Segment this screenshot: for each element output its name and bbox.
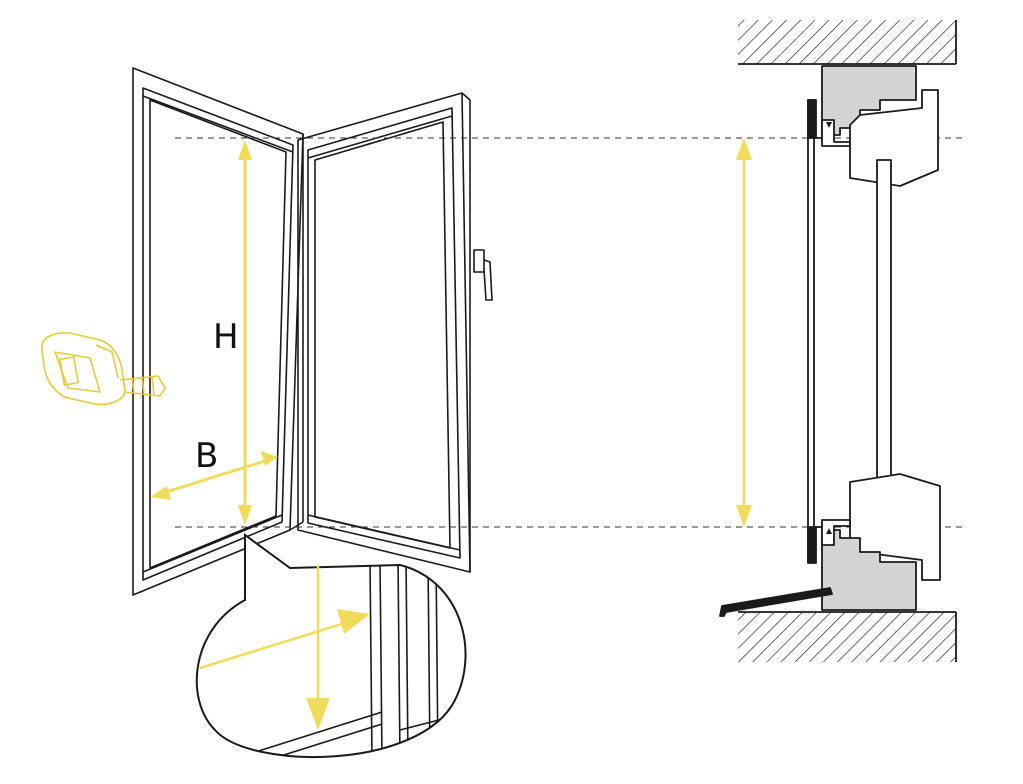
top-sash-profile	[849, 89, 939, 187]
blind-strip	[807, 99, 815, 563]
tape-measure-icon	[41, 332, 166, 406]
detail-magnifier	[195, 533, 467, 758]
section-height-arrow	[736, 138, 752, 527]
open-window	[132, 67, 493, 596]
bottom-frame-profile	[821, 529, 917, 611]
blind-bottom-bar	[807, 526, 817, 564]
right-sash	[297, 92, 471, 573]
window-handle-icon	[473, 249, 493, 301]
left-sash	[132, 67, 304, 596]
detail-arrows	[199, 565, 370, 730]
bottom-bracket	[821, 519, 851, 546]
height-label: H	[213, 317, 239, 357]
window-sill	[719, 587, 833, 617]
window-cross-section	[719, 20, 957, 662]
width-label: B	[195, 436, 218, 476]
window-measure-arrows	[150, 140, 278, 525]
width-arrow	[150, 451, 278, 500]
dimension-guides	[175, 137, 965, 528]
top-wall	[738, 20, 957, 65]
bottom-wall	[738, 611, 957, 662]
blind-top-bar	[807, 99, 817, 139]
height-arrow	[238, 140, 252, 525]
glass-pane	[876, 159, 892, 507]
